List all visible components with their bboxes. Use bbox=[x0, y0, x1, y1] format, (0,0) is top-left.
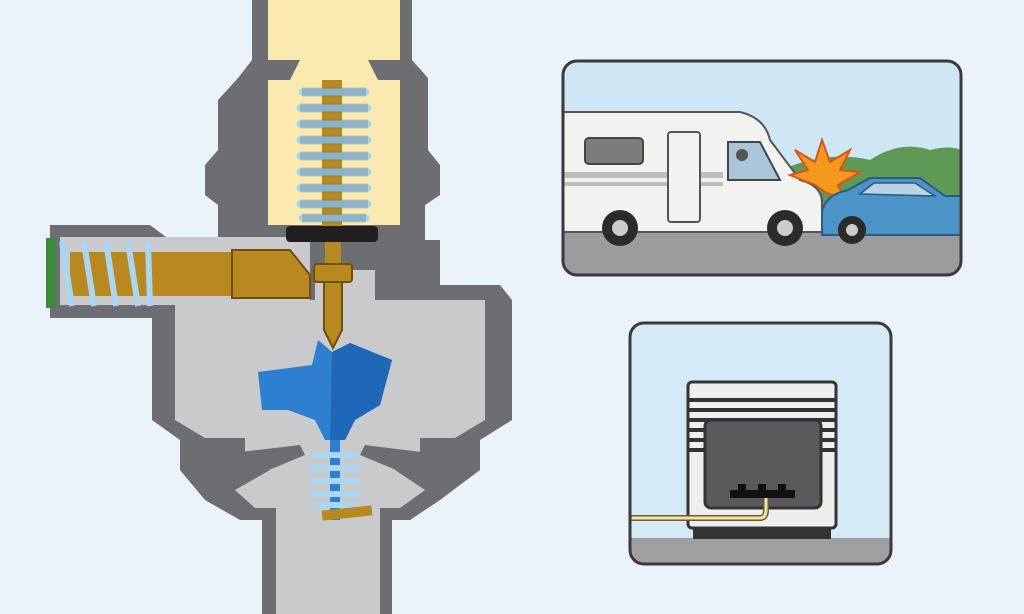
valve-outlet bbox=[235, 470, 425, 614]
collision-scene-panel bbox=[561, 59, 963, 277]
rv-rear-hub bbox=[612, 220, 628, 236]
rv-window bbox=[584, 137, 644, 165]
diaphragm-highlight bbox=[330, 343, 392, 440]
burner-icon bbox=[730, 484, 795, 498]
panel-border bbox=[561, 59, 963, 277]
valve-stem bbox=[325, 242, 341, 267]
lower-spring bbox=[310, 452, 360, 508]
car-hub bbox=[846, 224, 858, 236]
regulator-valve bbox=[46, 0, 512, 614]
rv-stripe bbox=[563, 172, 723, 178]
rv-front-hub bbox=[777, 220, 793, 236]
lower-spring-seat bbox=[321, 505, 373, 521]
inlet-cap bbox=[46, 238, 56, 308]
spring-seat-plate bbox=[286, 226, 378, 242]
gas-line-fill bbox=[630, 498, 768, 520]
floor bbox=[630, 538, 891, 564]
panel-border bbox=[628, 321, 893, 566]
appliance-panel bbox=[628, 321, 893, 566]
lever-arm bbox=[70, 252, 235, 296]
car-window bbox=[857, 182, 938, 197]
lever-head bbox=[231, 249, 311, 299]
upper-spring bbox=[296, 80, 372, 230]
valve-seat bbox=[215, 445, 445, 480]
chamber-walls bbox=[268, 60, 400, 80]
stem-collar bbox=[313, 263, 353, 283]
valve-needle bbox=[323, 281, 343, 351]
rv-driver bbox=[736, 149, 748, 161]
rv-door bbox=[667, 131, 701, 223]
rv-stripe-2 bbox=[563, 182, 723, 186]
inlet-spring bbox=[59, 241, 153, 307]
